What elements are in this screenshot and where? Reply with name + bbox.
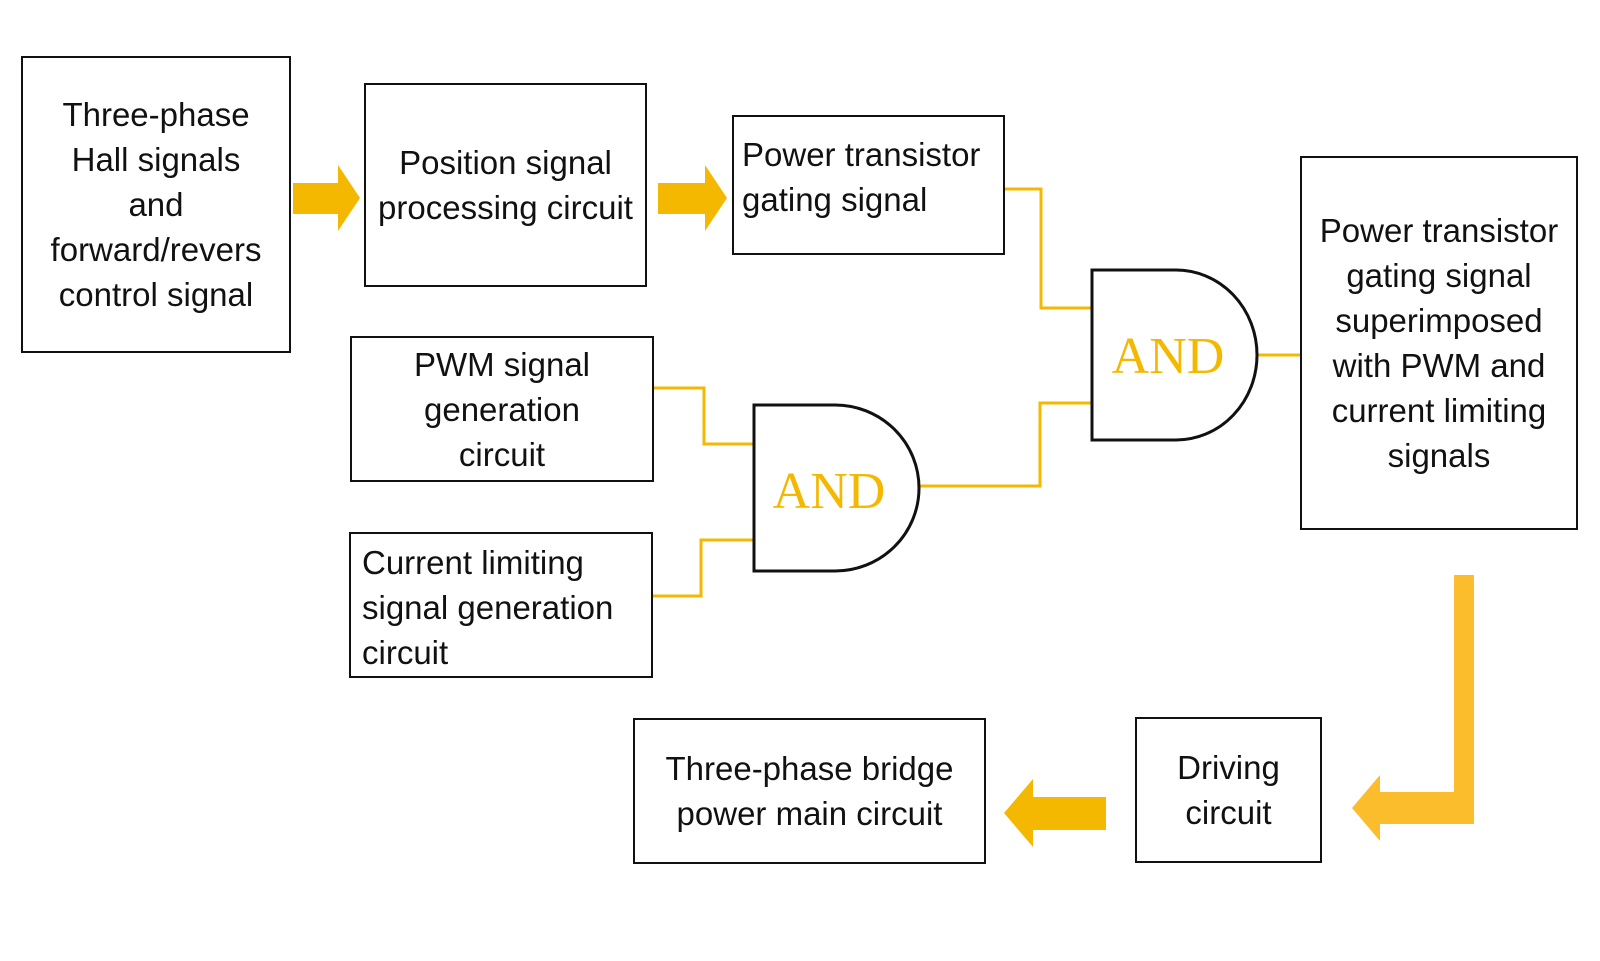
superimposed-signal-box: Power transistor gating signal superimpo… <box>1300 156 1578 530</box>
bridge-circuit-label: Three-phase bridge power main circuit <box>665 750 954 832</box>
wire-gate2-to-gate1 <box>919 401 1092 488</box>
pwm-generation-label: PWM signal generation circuit <box>413 345 591 473</box>
driving-circuit-label: Driving circuit <box>1177 749 1280 831</box>
current-limiting-label: Current limiting signal generation circu… <box>362 544 614 671</box>
wire-pwm-to-gate2 <box>654 386 754 446</box>
and-gate-2 <box>752 403 921 573</box>
gating-signal-box: Power transistor gating signal <box>732 115 1005 255</box>
arrow-driving-to-bridge <box>1004 779 1106 847</box>
and-gate-1 <box>1090 268 1259 442</box>
arrow-superimposed-to-driving <box>1352 575 1474 841</box>
and-gate-1-label: AND <box>1112 328 1225 385</box>
arrow-hall-to-position <box>293 165 360 231</box>
hall-signals-label: Three-phase Hall signals and forward/rev… <box>50 96 262 313</box>
superimposed-signal-label: Power transistor gating signal superimpo… <box>1319 212 1559 474</box>
position-signal-label: Position signal processing circuit <box>378 144 633 226</box>
current-limiting-box: Current limiting signal generation circu… <box>349 532 653 678</box>
position-signal-box: Position signal processing circuit <box>364 83 647 287</box>
wire-gating-to-gate1 <box>993 187 1092 310</box>
arrow-position-to-gating <box>658 165 727 231</box>
bridge-circuit-box: Three-phase bridge power main circuit <box>633 718 986 864</box>
wire-current-to-gate2 <box>652 538 754 598</box>
driving-circuit-box: Driving circuit <box>1135 717 1322 863</box>
hall-signals-box: Three-phase Hall signals and forward/rev… <box>21 56 291 353</box>
pwm-generation-box: PWM signal generation circuit <box>350 336 654 482</box>
and-gate-2-label: AND <box>773 463 886 520</box>
gating-signal-label: Power transistor gating signal <box>742 136 981 218</box>
